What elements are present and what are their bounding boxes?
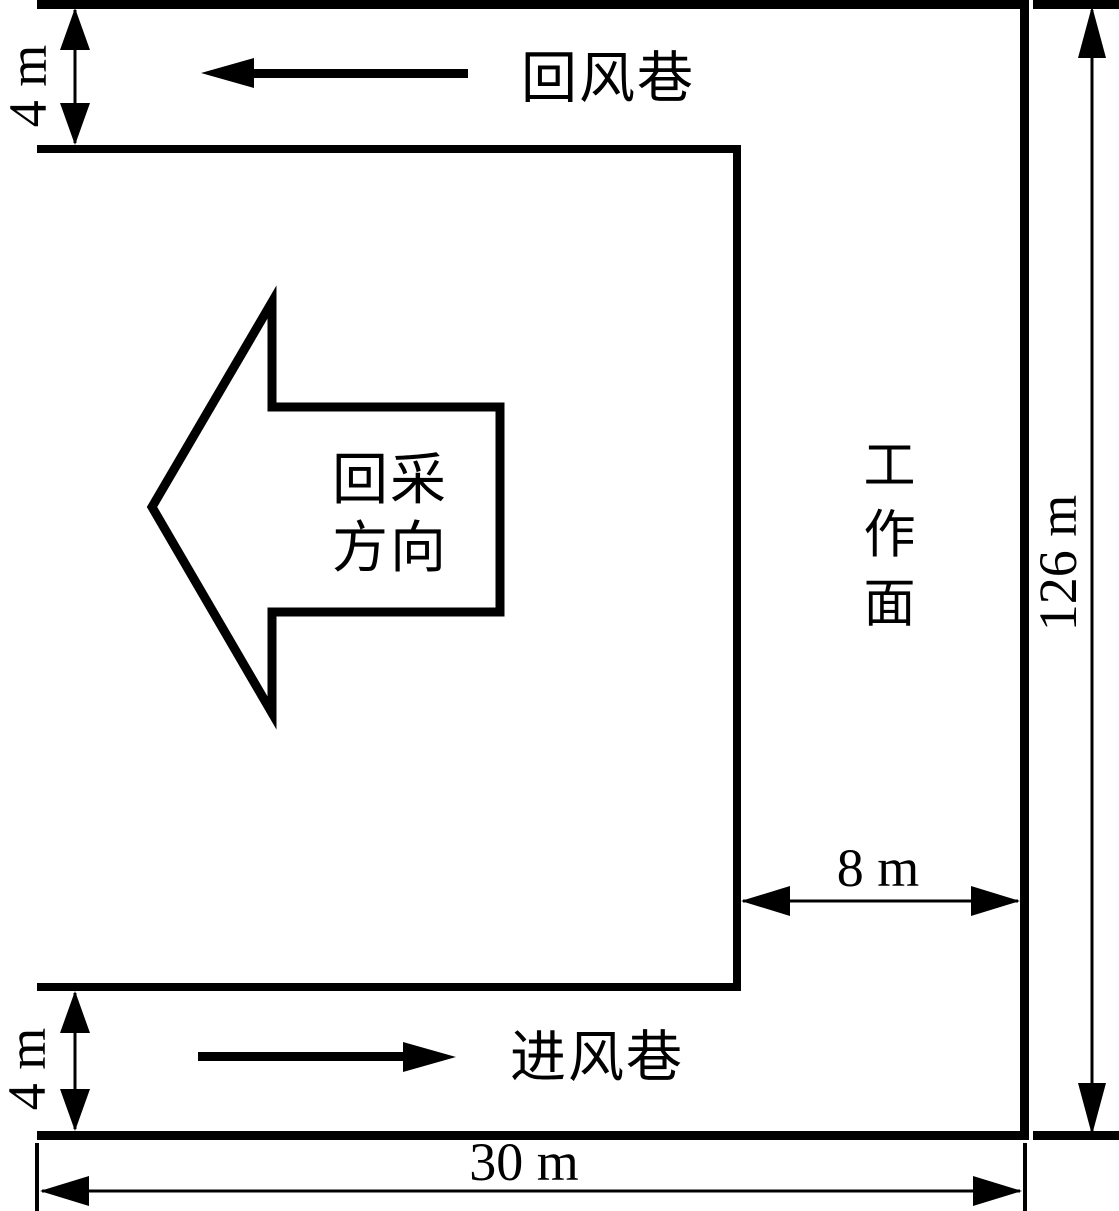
dimension-arrow-4m-top: [60, 8, 90, 145]
outer-top-wall: [37, 0, 1029, 9]
mining-direction-label-line1: 回采: [332, 450, 448, 512]
working-face-label: 工作面: [855, 437, 912, 645]
mining-direction-label-line2: 方向: [332, 518, 448, 580]
arrowhead-down-icon: [60, 103, 90, 145]
dimension-arrow-126m: [1033, 0, 1119, 1140]
inner-top-wall: [37, 145, 741, 153]
dimension-arrow-30m: [35, 1143, 1027, 1211]
dim-label-4m-top: 4 m: [0, 44, 58, 128]
roadway-walls: [37, 0, 1029, 1140]
arrowhead-up-icon: [1078, 6, 1106, 58]
dim-label-30m: 30 m: [469, 1132, 579, 1192]
arrowhead-up-icon: [60, 8, 90, 50]
arrowhead-down-icon: [1078, 1083, 1106, 1135]
arrowhead-left-icon: [741, 886, 790, 916]
dim-label-4m-bottom: 4 m: [0, 1027, 57, 1111]
dim-label-126m: 126 m: [1028, 494, 1088, 632]
dim-label-8m: 8 m: [836, 838, 920, 898]
dim-tick-bottom: [1033, 1131, 1119, 1140]
dimension-arrow-8m: [741, 886, 1020, 916]
mining-direction-label: 回采 方向: [332, 447, 448, 583]
inner-right-wall: [733, 145, 741, 991]
arrowhead-left-icon: [40, 1176, 89, 1206]
outer-bottom-wall: [37, 1131, 1029, 1140]
dimension-arrow-4m-bottom: [60, 991, 90, 1131]
inner-bottom-wall: [37, 983, 741, 991]
return-airway-label: 回风巷: [521, 48, 695, 111]
arrowhead-right-icon: [971, 886, 1020, 916]
mining-direction-arrow-icon: [146, 285, 505, 730]
intake-airflow-arrow-icon: [198, 1042, 456, 1072]
outer-right-wall: [1020, 0, 1029, 1140]
arrowhead-up-icon: [60, 991, 90, 1033]
dim-tick-right: [1023, 1143, 1027, 1211]
dim-tick-top: [1033, 0, 1119, 9]
intake-airway-label: 进风巷: [510, 1027, 684, 1090]
dim-tick-left: [35, 1143, 39, 1211]
arrowhead-right-icon: [973, 1176, 1022, 1206]
arrowhead-down-icon: [60, 1089, 90, 1131]
return-airflow-arrow-icon: [201, 58, 468, 88]
